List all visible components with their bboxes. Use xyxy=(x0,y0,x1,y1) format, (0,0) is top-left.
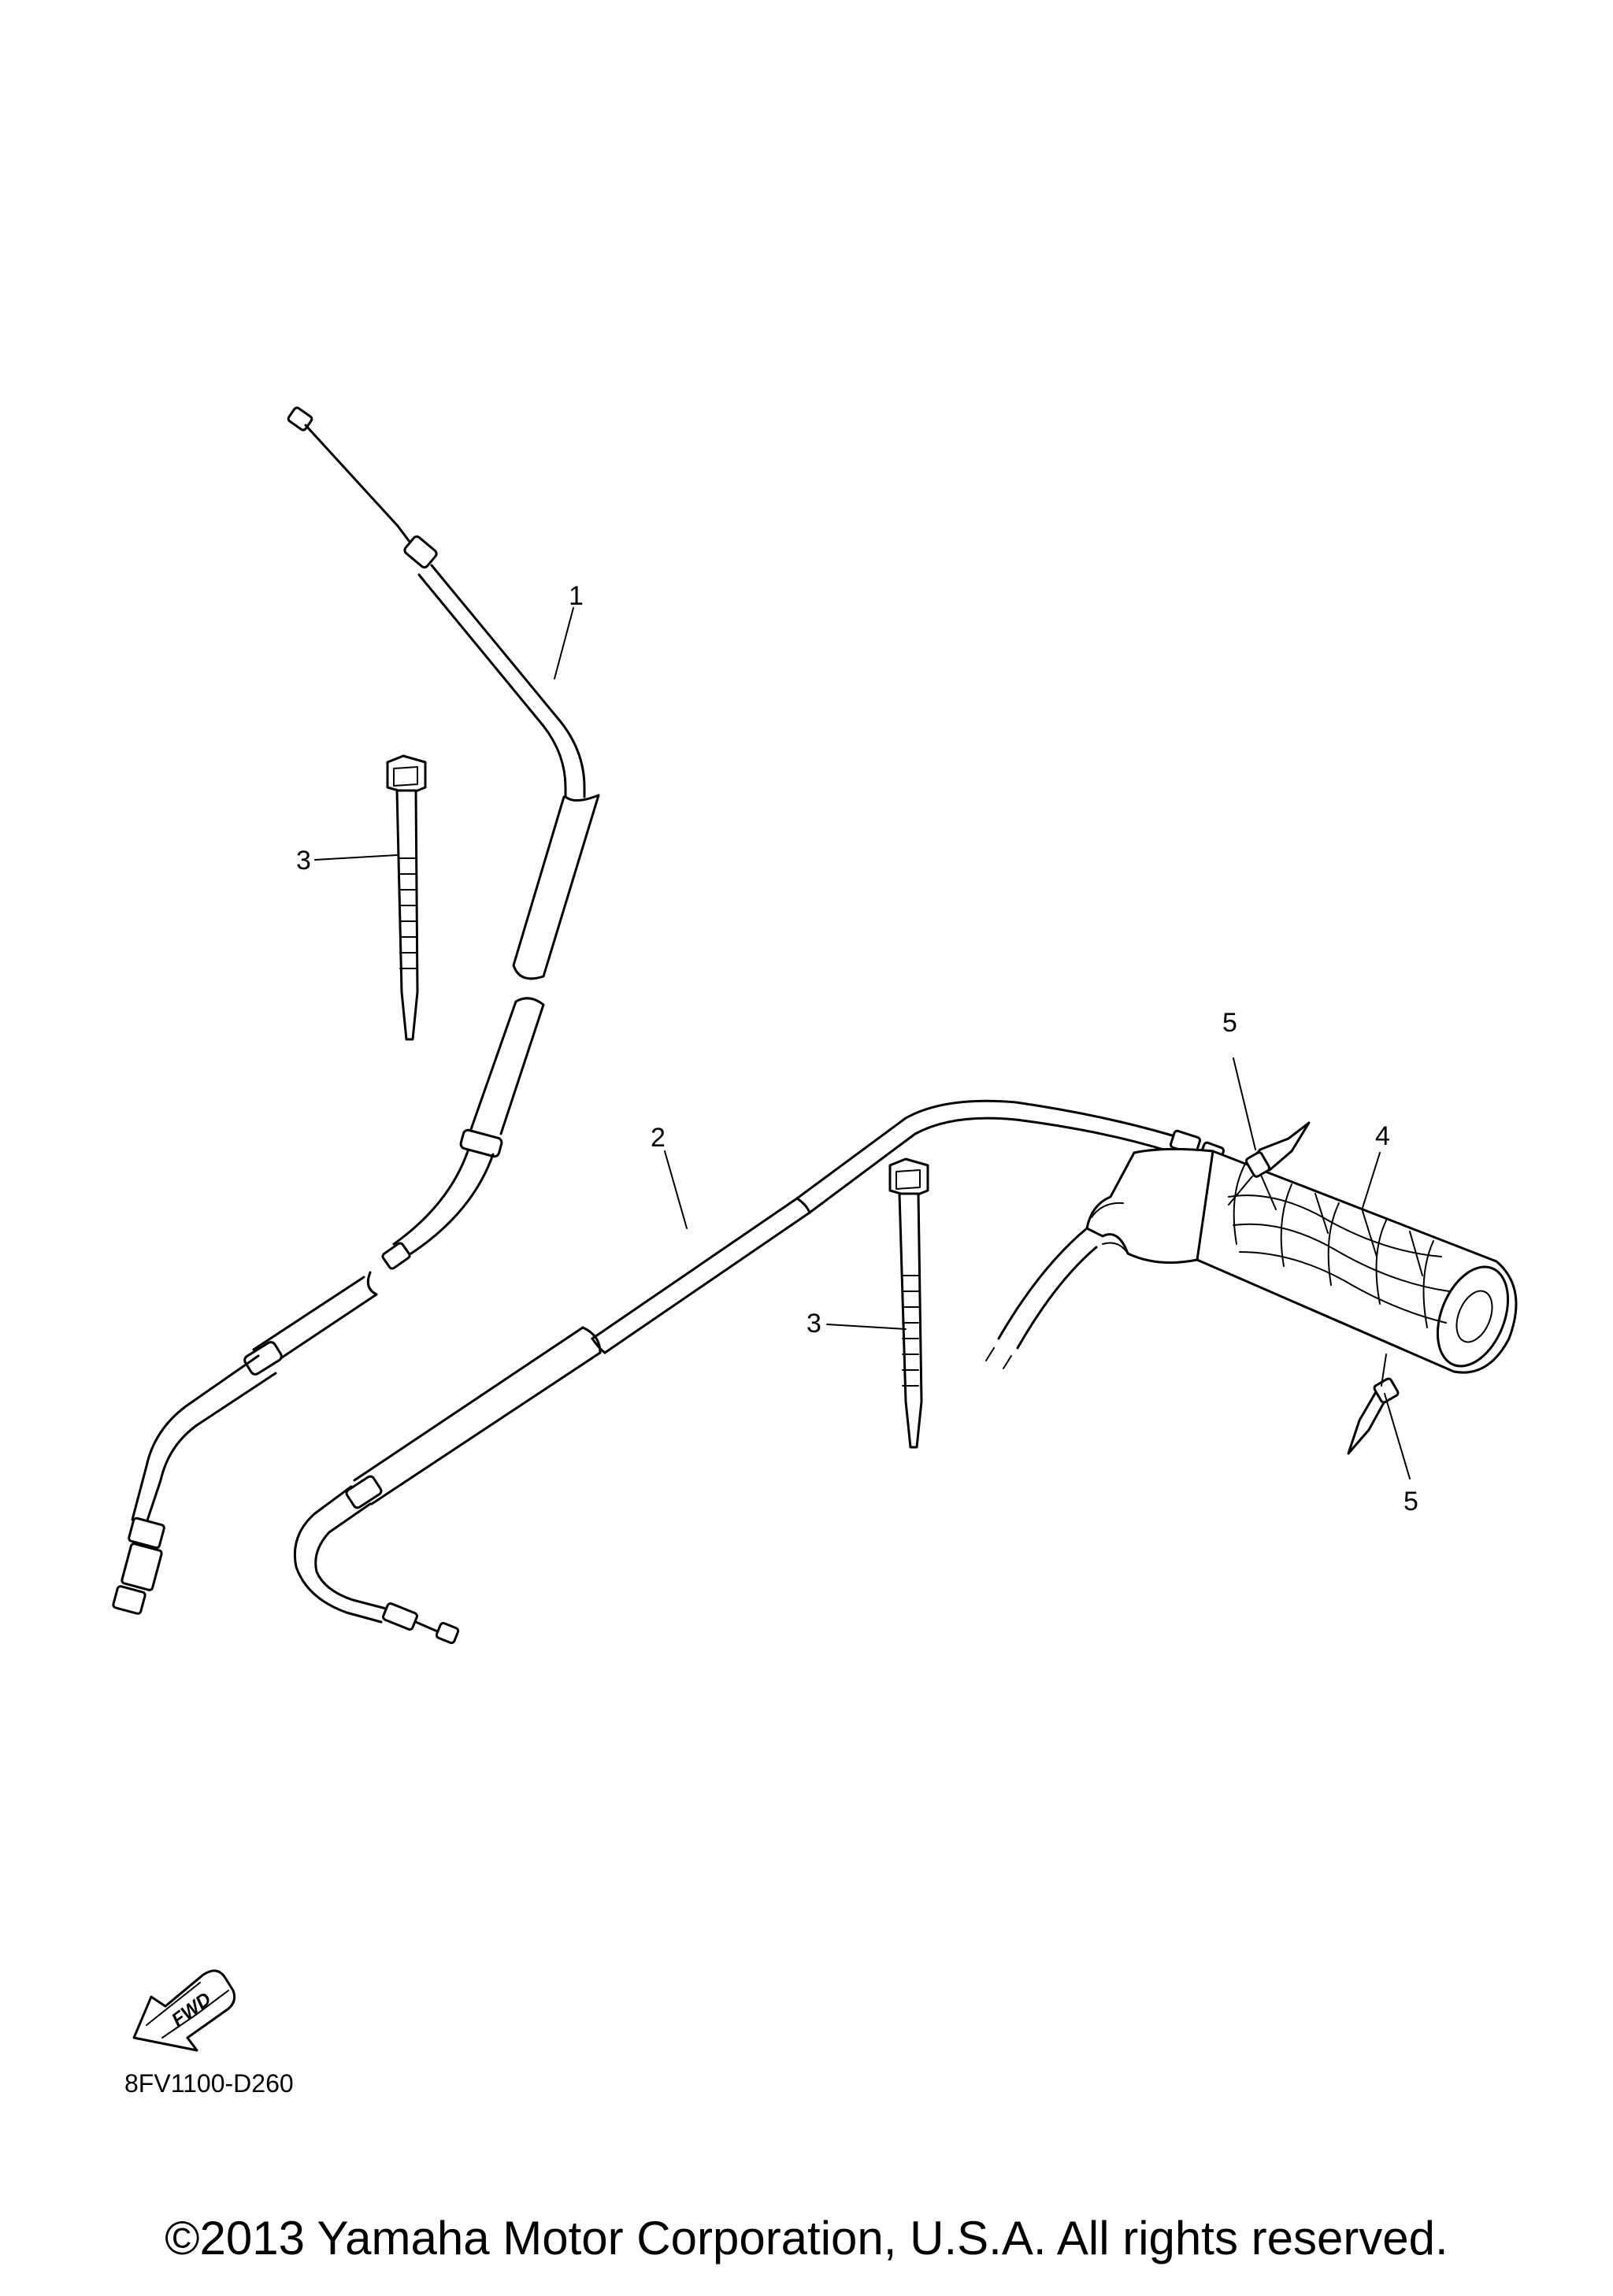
callout-part-1: 1 xyxy=(569,581,584,611)
diagram-code: 8FV1100-D260 xyxy=(124,2069,294,2098)
part-3-cable-tie-left xyxy=(386,754,427,1041)
callout-part-3-right: 3 xyxy=(806,1309,821,1339)
leader-lines xyxy=(314,607,1411,1479)
callout-part-2: 2 xyxy=(651,1123,666,1153)
callout-part-5-bottom: 5 xyxy=(1403,1487,1418,1516)
callout-part-4: 4 xyxy=(1375,1121,1390,1151)
part-2-cable xyxy=(293,1099,1226,1645)
copyright-notice: ©2013 Yamaha Motor Corporation, U.S.A. A… xyxy=(165,2212,1448,2265)
part-3-cable-tie-right xyxy=(888,1157,929,1449)
fwd-arrow-icon: FWD xyxy=(132,1969,236,2052)
part-1-cable xyxy=(112,406,600,1615)
callout-part-5-top: 5 xyxy=(1222,1008,1237,1038)
part-4-grip xyxy=(985,1147,1518,1374)
callout-part-3-left: 3 xyxy=(296,846,311,876)
part-5-rivet-bottom xyxy=(1347,1377,1400,1455)
part-5-rivet-top xyxy=(1244,1121,1311,1178)
